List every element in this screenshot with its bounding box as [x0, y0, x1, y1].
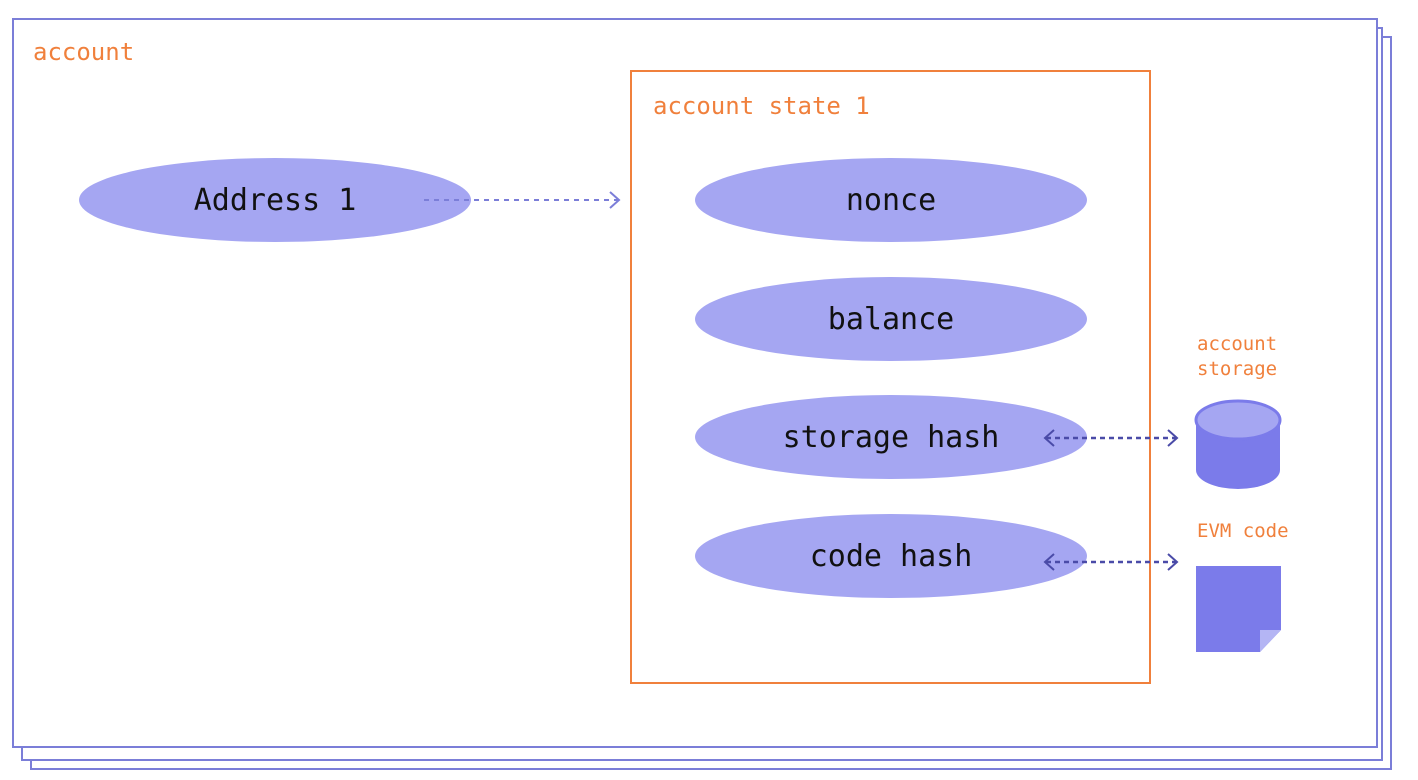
code-hash-node: code hash: [695, 514, 1087, 598]
storage-hash-label: storage hash: [782, 419, 1000, 455]
account-storage-label: account storage: [1197, 333, 1278, 380]
address-node: Address 1: [79, 158, 471, 242]
account-state-box: [630, 70, 1151, 684]
account-label: account: [33, 38, 135, 66]
storage-hash-node: storage hash: [695, 395, 1087, 479]
evm-code-label: EVM code: [1197, 520, 1289, 542]
balance-label: balance: [827, 301, 955, 337]
balance-node: balance: [695, 277, 1087, 361]
database-icon: [1194, 399, 1282, 489]
code-hash-label: code hash: [809, 538, 973, 574]
account-state-label: account state 1: [653, 92, 870, 120]
document-icon: [1196, 566, 1281, 652]
nonce-node: nonce: [695, 158, 1087, 242]
nonce-label: nonce: [845, 182, 937, 218]
address-label: Address 1: [193, 182, 357, 218]
